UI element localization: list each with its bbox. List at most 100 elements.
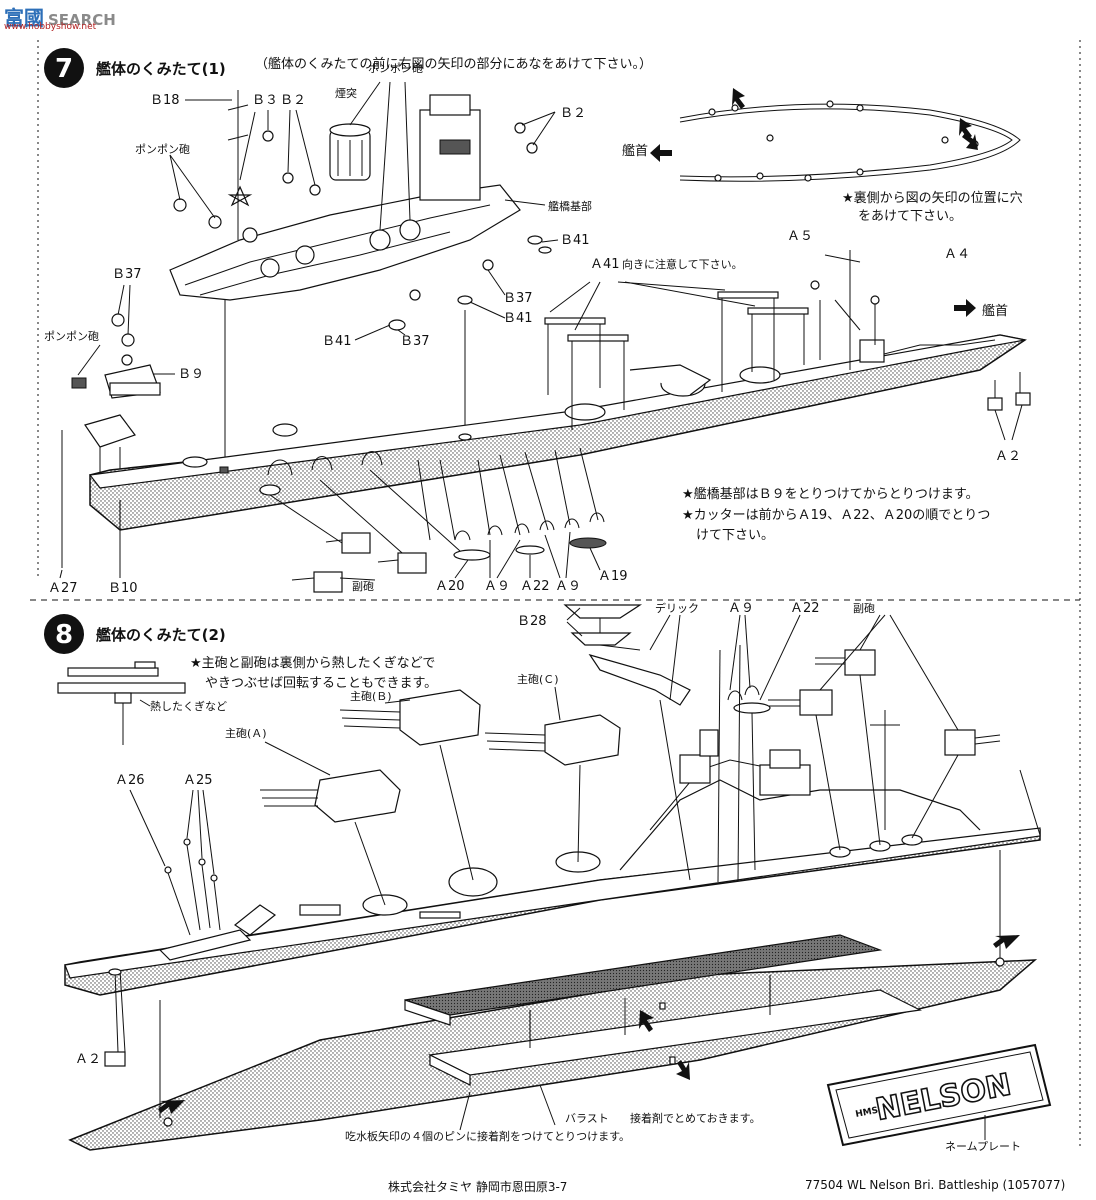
- pin-arrow-icon: [676, 1060, 690, 1080]
- label-a19: Ａ19: [598, 569, 628, 584]
- ballast-label: バラスト: [565, 1112, 609, 1125]
- step8-number: 8: [55, 620, 73, 650]
- label-pompom-top: ポンポン砲: [368, 62, 423, 75]
- label-pompom-left2: ポンポン砲: [44, 330, 99, 343]
- step7-boats: [259, 447, 607, 593]
- label-b37-b: Ｂ37: [400, 334, 430, 349]
- hole-arrow-icon: [732, 88, 745, 109]
- nail-label: 熱したくぎなど: [150, 699, 227, 713]
- label-main-b: 主砲(Ｂ): [350, 690, 392, 703]
- hole-note-1: ★裏側から図の矢印の位置に穴: [842, 191, 1023, 206]
- label-funnel: 煙突: [335, 86, 357, 100]
- a2-parts-step8: [104, 968, 126, 1067]
- hole-arrow-icon: [962, 133, 978, 150]
- cutter-note-2: けて下さい。: [696, 528, 774, 543]
- waterline-plate: [68, 850, 1038, 1151]
- step7-hull: [88, 250, 1027, 531]
- label-b37-a: Ｂ37: [503, 291, 533, 306]
- label-b10: Ｂ10: [108, 581, 138, 596]
- a2-parts-step7: [987, 372, 1031, 441]
- left-arrow-icon: [650, 144, 672, 162]
- label-b41-a: Ｂ41: [560, 233, 590, 248]
- label-b18: Ｂ18: [150, 93, 180, 108]
- label-a4: Ａ４: [944, 247, 970, 262]
- step8-leaders: [264, 607, 959, 776]
- waterline-note: 矢印の４個のピンに接着剤をつけてとりつけます。: [378, 1129, 630, 1143]
- step7-instruction: （艦体のくみたての前に右図の矢印の部分にあなをあけて下さい。）: [255, 56, 652, 72]
- bridge-note: ★艦橋基部はＢ９をとりつけてからとりつけます。: [682, 487, 979, 502]
- right-arrow-icon: [954, 299, 976, 317]
- step8-labels: Ｂ28 デリック Ａ９ Ａ22 副砲 主砲(Ｂ) 主砲(Ｃ) 主砲(Ａ) Ａ26…: [75, 601, 875, 1067]
- label-a20: Ａ20: [435, 579, 465, 594]
- label-a25: Ａ25: [183, 773, 213, 788]
- label-secondary-gun-8: 副砲: [853, 602, 875, 615]
- label-a22: Ａ22: [790, 601, 820, 616]
- step8-number-circle: [44, 614, 84, 654]
- waterline-label: 吃水板: [345, 1129, 378, 1143]
- label-b2: Ｂ２: [280, 93, 306, 108]
- label-secondary-gun: 副砲: [352, 580, 374, 593]
- step8-note-1: ★主砲と副砲は裏側から熱したくぎなどで: [190, 656, 435, 671]
- label-a9-b: Ａ９: [555, 579, 581, 594]
- bow-label: 艦首: [622, 144, 648, 159]
- label-pompom-left: ポンポン砲: [135, 143, 190, 156]
- main-turrets: [260, 689, 621, 906]
- nameplate-prefix: HMS: [855, 1106, 879, 1120]
- label-bridge-base: 艦橋基部: [548, 199, 592, 213]
- label-main-c: 主砲(Ｃ): [517, 673, 559, 686]
- label-a26: Ａ26: [115, 773, 145, 788]
- pin-arrow-icon: [993, 935, 1020, 949]
- footer-product: 77504 WL Nelson Bri. Battleship (1057077…: [805, 1178, 1066, 1192]
- label-b9: Ｂ９: [178, 367, 204, 382]
- label-a9: Ａ９: [728, 601, 754, 616]
- secondary-guns: [768, 649, 1001, 851]
- step7-number: 7: [55, 54, 73, 84]
- label-b3: Ｂ３: [252, 93, 278, 108]
- label-a27: Ａ27: [48, 581, 78, 596]
- pin-arrow-icon: [158, 1100, 185, 1114]
- label-a2-step8: Ａ２: [75, 1052, 101, 1067]
- step8-hull: [64, 710, 1041, 996]
- watermark-site: SEARCH: [48, 11, 116, 29]
- step7-title: 艦体のくみたて(1): [96, 60, 226, 78]
- label-a5: Ａ５: [787, 229, 813, 244]
- label-a2: Ａ２: [995, 449, 1021, 464]
- label-a41: Ａ41: [590, 257, 620, 272]
- superstructure-assembly: [169, 90, 552, 331]
- hole-arrow-icon: [959, 118, 972, 139]
- label-b41-b: Ｂ41: [503, 311, 533, 326]
- deck-top-view: [679, 88, 1021, 182]
- ballast-note: 接着剤でとめておきます。: [630, 1111, 761, 1125]
- b9-parts: [61, 313, 161, 568]
- step7-leaders: [77, 81, 559, 465]
- bow-indicator-left: 艦首: [622, 144, 672, 162]
- label-b2-right: Ｂ２: [560, 106, 586, 121]
- label-derrick: デリック: [655, 601, 699, 615]
- step8-note-2: やきつぶせば回転することもできます。: [205, 676, 437, 691]
- step8-header: 8 艦体のくみたて(2): [44, 614, 226, 654]
- a41-note: 向きに注意して下さい。: [622, 257, 743, 271]
- step7-header: 7 艦体のくみたて(1) （艦体のくみたての前に右図の矢印の部分にあなをあけて下…: [44, 48, 652, 88]
- pin-arrow-icon: [639, 1010, 654, 1032]
- step8-title: 艦体のくみたて(2): [96, 626, 226, 644]
- a25-a26-pins: [129, 789, 221, 936]
- footer-company: 株式会社タミヤ 静岡市恩田原3-7: [388, 1180, 568, 1194]
- label-a22: Ａ22: [520, 579, 550, 594]
- watermark-logo: 富國: [4, 6, 44, 30]
- a41-racks: [544, 281, 809, 430]
- label-b37-c: Ｂ37: [112, 267, 142, 282]
- label-b41-c: Ｂ41: [322, 334, 352, 349]
- step7-number-circle: [44, 48, 84, 88]
- hole-note-2: をあけて下さい。: [858, 209, 962, 224]
- step8-boats: [563, 604, 771, 883]
- watermark-url: www.hobbyshow.net: [4, 22, 97, 32]
- step7-labels: Ｂ18 Ｂ３ Ｂ２ ポンポン砲 煙突 Ｂ２ ポンポン砲 艦橋基部 Ｂ41 Ｂ37…: [44, 62, 1021, 596]
- label-a9-a: Ａ９: [484, 579, 510, 594]
- nameplate-label: ネームプレート: [945, 1140, 1021, 1153]
- label-main-a: 主砲(Ａ): [225, 727, 267, 740]
- label-b28: Ｂ28: [517, 614, 547, 629]
- nail-inset: 熱したくぎなど: [57, 661, 227, 745]
- cutter-note-1: ★カッターは前からＡ19、Ａ22、Ａ20の順でとりつ: [682, 507, 990, 523]
